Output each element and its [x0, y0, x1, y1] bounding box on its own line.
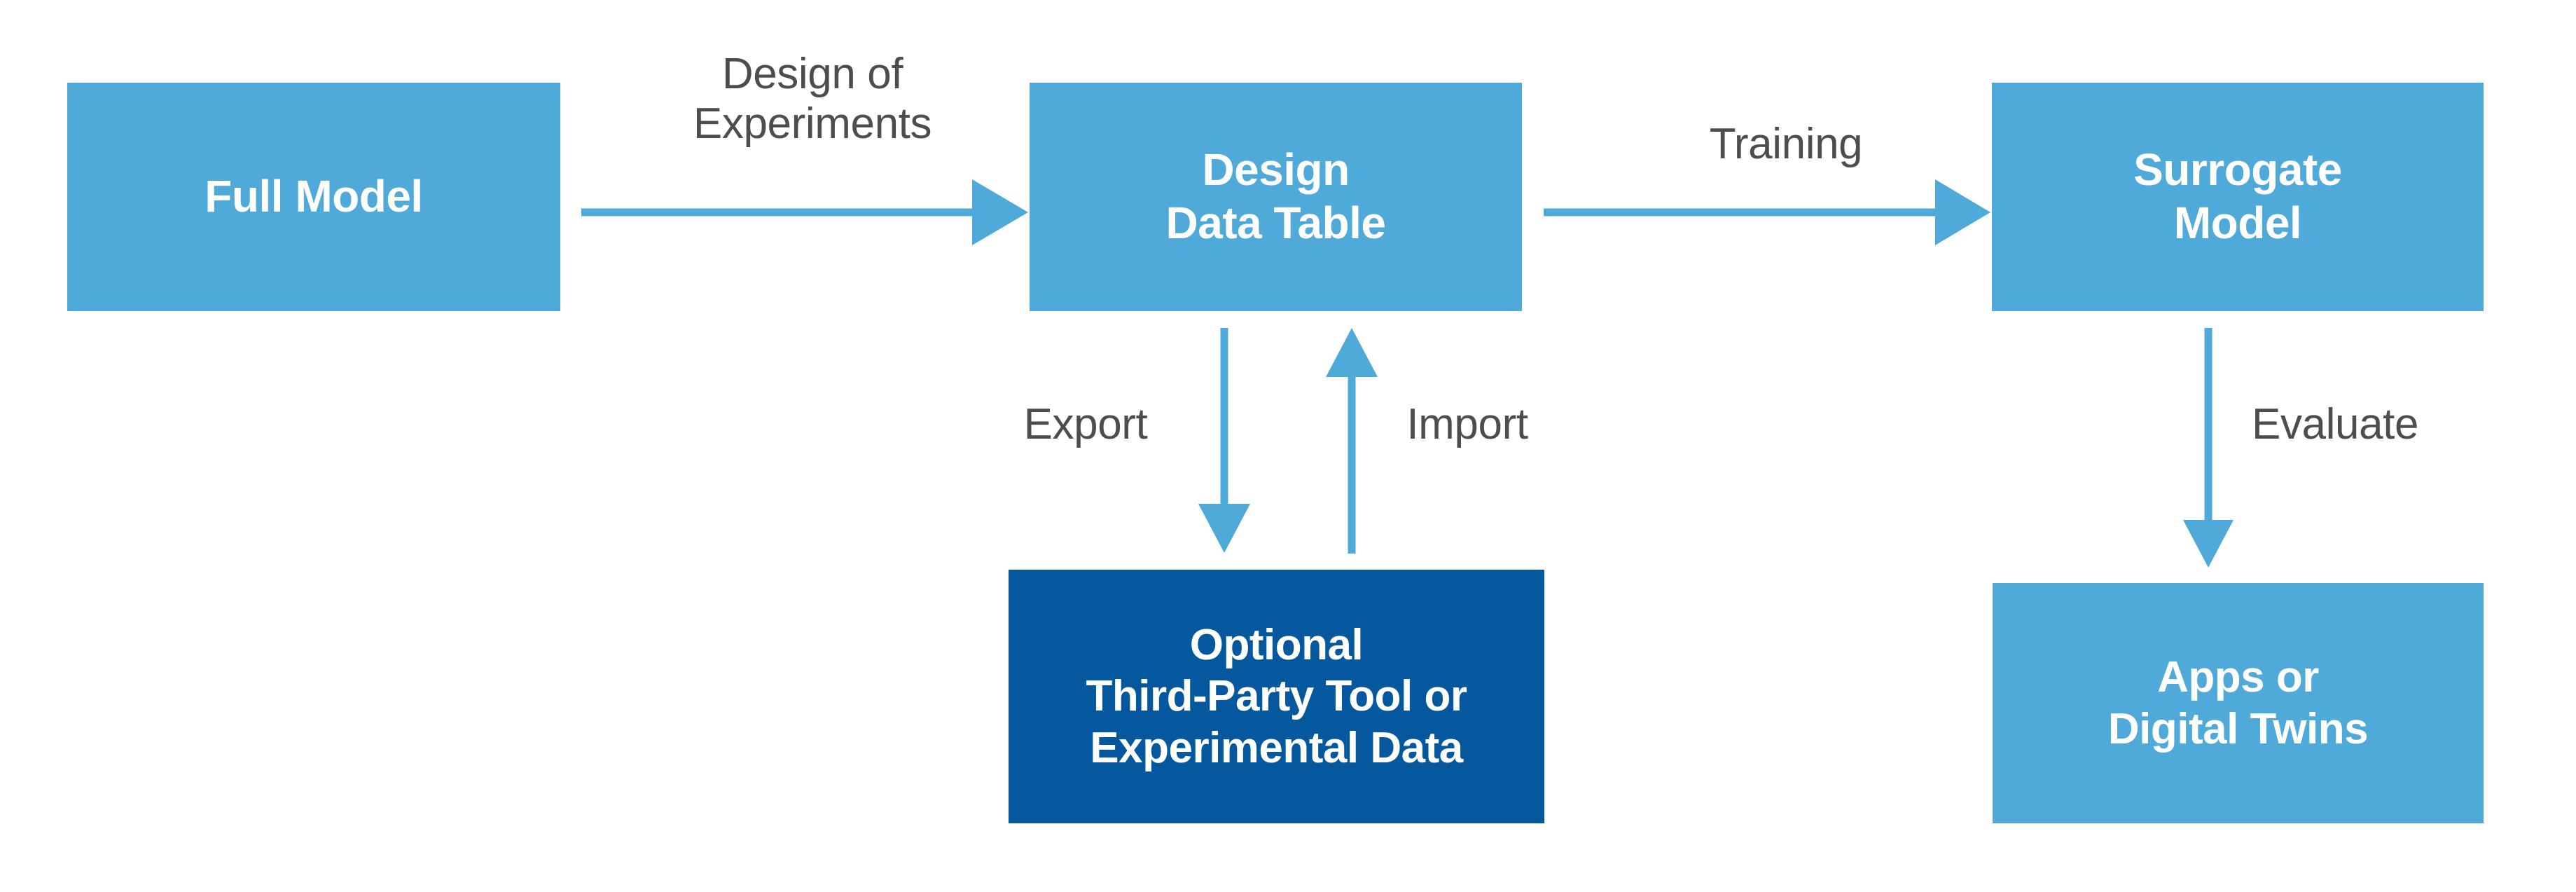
node-apps-or-digital-twins[interactable]: Apps or Digital Twins: [1993, 583, 2484, 823]
node-surrogate-model[interactable]: Surrogate Model: [1992, 83, 2484, 311]
node-full-model[interactable]: Full Model: [67, 83, 560, 311]
arrow-training: [1544, 179, 1990, 245]
node-surrogate-model-label: Surrogate Model: [2133, 144, 2342, 248]
arrow-export: [1198, 328, 1250, 553]
edge-label-evaluate: Evaluate: [2252, 400, 2419, 448]
node-design-data-table-label: Design Data Table: [1165, 144, 1386, 248]
node-optional-third-party-tool-label: Optional Third-Party Tool or Experimenta…: [1086, 621, 1467, 772]
edge-label-design-of-experiments: Design of Experiments: [693, 50, 932, 149]
arrow-design-of-experiments: [581, 179, 1028, 245]
node-apps-or-digital-twins-label: Apps or Digital Twins: [2107, 653, 2369, 753]
node-optional-third-party-tool[interactable]: Optional Third-Party Tool or Experimenta…: [1009, 570, 1544, 823]
edge-label-export: Export: [1023, 400, 1148, 448]
node-design-data-table[interactable]: Design Data Table: [1030, 83, 1522, 311]
arrow-evaluate: [2183, 328, 2234, 568]
node-full-model-label: Full Model: [205, 171, 423, 222]
edge-label-import: Import: [1406, 400, 1528, 448]
edge-label-training: Training: [1709, 120, 1863, 168]
